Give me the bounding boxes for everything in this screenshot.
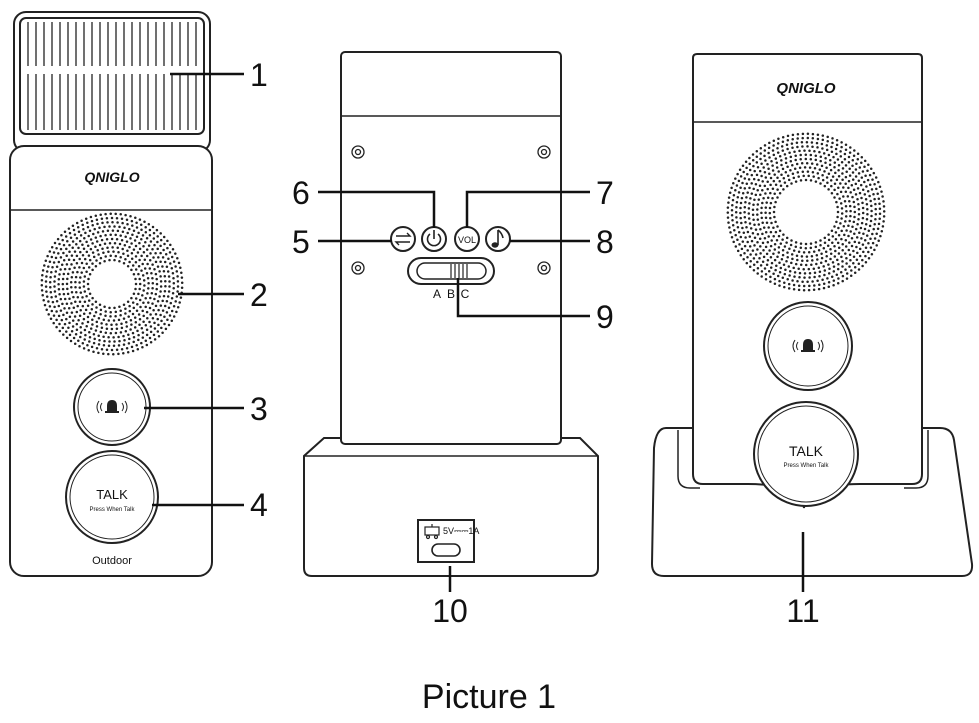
outdoor-talk-sublabel: Press When Talk xyxy=(90,507,136,513)
ringtone-button xyxy=(485,226,511,252)
callout-11: 11 xyxy=(786,593,819,629)
outdoor-logo: QNIGLO xyxy=(84,169,139,185)
callout-6: 6 xyxy=(292,175,310,211)
back-view-unit xyxy=(303,51,599,577)
charger-icon xyxy=(424,524,440,540)
channel-switch xyxy=(407,257,495,285)
indoor-talk-button xyxy=(753,401,859,507)
brand-logo: QNIGLO xyxy=(84,169,139,185)
callout-4: 4 xyxy=(250,487,268,523)
pair-icon xyxy=(394,232,412,246)
solar-panel-cells xyxy=(27,22,197,130)
outdoor-talk-button xyxy=(65,450,159,544)
callout-10: 10 xyxy=(432,593,468,629)
pair-button xyxy=(390,226,416,252)
switch-label-c: C xyxy=(461,287,470,301)
callout-5: 5 xyxy=(292,224,310,260)
callout-8: 8 xyxy=(596,224,614,260)
music-note-icon xyxy=(491,229,504,248)
callout-7: 7 xyxy=(596,175,614,211)
switch-label-b: B xyxy=(447,287,455,301)
outdoor-unit xyxy=(9,11,213,577)
power-icon xyxy=(426,230,442,247)
outdoor-label: Outdoor xyxy=(92,555,132,567)
switch-label-a: A xyxy=(433,287,441,301)
indoor-brand-logo: QNIGLO xyxy=(776,80,835,97)
bell-icon xyxy=(792,339,824,353)
callout-1: 1 xyxy=(250,57,268,93)
outdoor-talk-label: TALK xyxy=(96,487,128,502)
vol-label: VOL xyxy=(458,235,476,245)
callout-2: 2 xyxy=(250,277,268,313)
usb-port xyxy=(417,519,475,563)
indoor-talk-sublabel: Press When Talk xyxy=(784,463,830,469)
back-view-body xyxy=(340,51,562,445)
callout-lines xyxy=(144,72,805,592)
bell-icon xyxy=(96,400,128,414)
outdoor-speaker-grille xyxy=(40,212,184,356)
power-button xyxy=(421,226,447,252)
screw-icons xyxy=(351,145,551,275)
callout-9: 9 xyxy=(596,299,614,335)
indoor-speaker-grille xyxy=(726,132,886,292)
callout-3: 3 xyxy=(250,391,268,427)
solar-panel xyxy=(13,11,211,153)
indoor-unit xyxy=(650,53,974,577)
figure-caption: Picture 1 xyxy=(422,678,556,716)
port-rating: 5V⎓⎓1A xyxy=(443,526,479,536)
charging-base xyxy=(303,437,599,577)
indoor-talk-label: TALK xyxy=(789,443,824,459)
